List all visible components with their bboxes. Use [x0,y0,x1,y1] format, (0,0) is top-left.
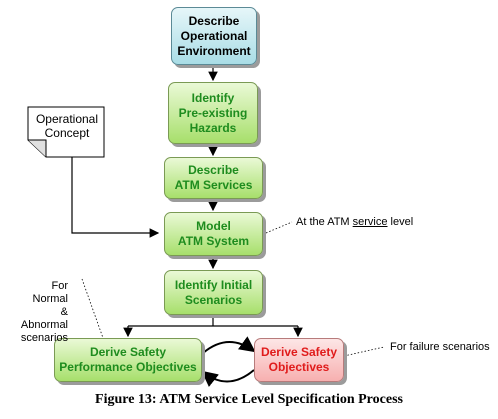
arrow-concept-to-model [71,157,160,238]
cycle-arrow-bottom [201,369,255,387]
figure-caption: Figure 13: ATM Service Level Specificati… [95,392,403,407]
failure-scenarios-note: For failure scenarios [390,341,490,353]
service-level-note-service: service [352,216,388,228]
operational-concept-shape [27,106,105,158]
model-system-box: Model ATM System [164,212,263,256]
derive-performance-objectives-box: Derive Safety Performance Objectives [54,338,202,382]
operational-concept-label: Operational Concept [35,112,99,140]
service-level-note-suffix: level [387,216,414,228]
cycle-arrow-top [202,336,256,354]
service-level-note: At the ATM service level [296,216,413,229]
leader-normal-abnormal [81,278,104,339]
leader-service-level [265,221,293,234]
describe-services-box: Describe ATM Services [164,157,263,199]
normal-abnormal-note: For Normal & Abnormal scenarios [20,280,68,344]
derive-safety-objectives-box: Derive Safety Objectives [254,338,344,382]
leader-failure [343,346,385,357]
service-level-note-prefix: At the ATM [296,216,353,228]
describe-environment-box: Describe Operational Environment [171,7,257,65]
identify-scenarios-box: Identify Initial Scenarios [164,270,263,315]
identify-hazards-box: Identify Pre-existing Hazards [168,82,258,144]
